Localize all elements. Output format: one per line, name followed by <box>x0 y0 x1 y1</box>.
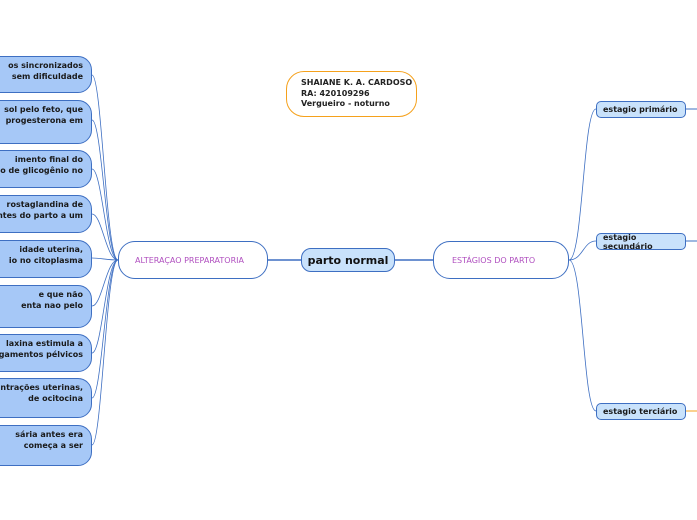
central-topic[interactable]: parto normal <box>301 248 395 272</box>
leaf-text-line: sol pelo feto, que <box>4 105 83 114</box>
list-item[interactable]: rostaglandina de ntes do parto a um <box>0 195 92 233</box>
stage-label: estagio secundário <box>603 233 653 250</box>
leaf-text-line: imento final do <box>14 155 83 164</box>
list-item[interactable]: laxina estimula a gamentos pélvicos <box>0 334 92 372</box>
leaf-text-line: idade uterina, <box>19 245 83 254</box>
list-item[interactable]: os sincronizados sem dificuldade <box>0 56 92 93</box>
leaf-text-line: ntes do parto a um <box>0 211 83 220</box>
leaf-text-line: ntrações uterinas, <box>0 383 83 392</box>
leaf-text-line: io no citoplasma <box>8 256 83 265</box>
leaf-text-line: gamentos pélvicos <box>0 350 83 359</box>
leaf-text-line: laxina estimula a <box>5 339 83 348</box>
leaf-text-line: os sincronizados <box>8 61 83 70</box>
author-name: SHAIANE K. A. CARDOSO <box>301 78 413 87</box>
leaf-text-line: de ocitocina <box>28 394 83 403</box>
list-item[interactable]: sol pelo feto, que progesterona em <box>0 100 92 144</box>
central-topic-label: parto normal <box>307 253 389 267</box>
stage-terciario[interactable]: estagio terciário <box>596 403 686 420</box>
list-item[interactable]: e que não enta nao pelo <box>0 285 92 328</box>
list-item[interactable]: idade uterina, io no citoplasma <box>0 240 92 278</box>
branch-estagios-do-parto[interactable]: ESTÁGIOS DO PARTO <box>433 241 569 279</box>
author-class: Vergueiro - noturno <box>301 99 390 108</box>
leaf-text-line: sem dificuldade <box>11 72 83 81</box>
leaf-text-line: e que não <box>38 290 83 299</box>
leaf-text-line: progesterona em <box>5 116 83 125</box>
stage-secundario[interactable]: estagio secundário <box>596 233 686 250</box>
leaf-text-line: rostaglandina de <box>6 200 84 209</box>
stage-label: estagio terciário <box>603 407 678 416</box>
author-ra: RA: 420109296 <box>301 88 370 98</box>
list-item[interactable]: imento final do o de glicogênio no <box>0 150 92 188</box>
leaf-text-line: começa a ser <box>23 441 83 450</box>
list-item[interactable]: ntrações uterinas, de ocitocina <box>0 378 92 418</box>
stage-label: estagio primário <box>603 105 678 114</box>
author-info-box[interactable]: SHAIANE K. A. CARDOSO RA: 420109296 Verg… <box>286 71 417 117</box>
leaf-text-line: sária antes era <box>15 430 83 439</box>
leaf-text-line: o de glicogênio no <box>0 166 83 175</box>
stage-primario[interactable]: estagio primário <box>596 101 686 118</box>
branch-label: ESTÁGIOS DO PARTO <box>452 255 536 265</box>
list-item[interactable]: sária antes era começa a ser <box>0 425 92 466</box>
branch-label: ALTERAÇAO PREPARATORIA <box>135 255 244 265</box>
branch-alteracao-preparatoria[interactable]: ALTERAÇAO PREPARATORIA <box>118 241 268 279</box>
leaf-text-line: enta nao pelo <box>21 301 83 310</box>
